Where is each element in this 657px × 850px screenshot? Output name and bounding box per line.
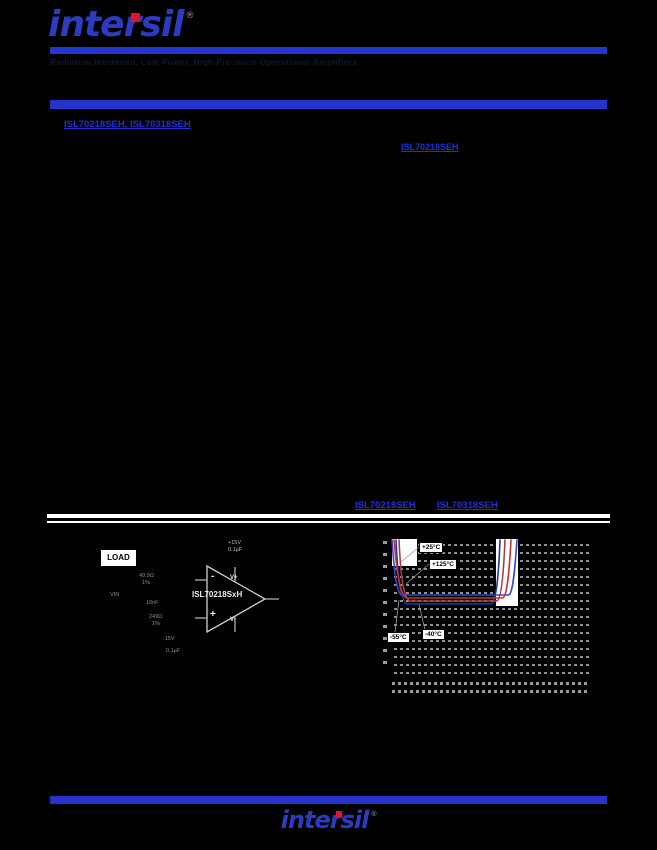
component-label-vin: VIN [110, 592, 120, 598]
supply-label-top: +15V [228, 540, 241, 546]
section-divider-rule-top [47, 514, 610, 518]
plot-grid [391, 538, 589, 676]
component-label-r1: 49.9Ω [139, 573, 154, 579]
component-label-c1: 10nF [146, 600, 159, 606]
logo-red-dot-footer [335, 811, 342, 817]
intersil-logo-footer: intersil® [280, 806, 378, 834]
inline-part-link[interactable]: ISL70218SEH [401, 142, 459, 152]
vminus-label: V- [230, 617, 236, 623]
part-number-links[interactable]: ISL70218SEH, ISL70318SEH [64, 119, 191, 130]
component-label-r1-tol: 1% [142, 580, 150, 586]
header-rule-top [50, 47, 607, 54]
temp-callout-plus25: +25°C [419, 542, 444, 553]
logo-red-dot [131, 13, 140, 22]
intersil-logo-footer-text: intersil [280, 806, 370, 834]
curve-plus25 [393, 539, 512, 599]
curve-plus125 [398, 539, 506, 602]
registered-mark: ® [185, 11, 194, 21]
component-label-r2-tol: 1% [152, 621, 160, 627]
curve-minus55 [391, 539, 518, 596]
registered-mark-footer: ® [370, 810, 377, 818]
load-box: LOAD [100, 549, 137, 567]
opamp-symbol [195, 564, 279, 634]
callout-leader-minus55 [394, 599, 400, 633]
x-axis-ticks [392, 682, 588, 685]
intersil-logo-text: intersil [48, 4, 184, 45]
temp-callout-minus55: -55°C [387, 632, 410, 643]
inverting-input-label: - [211, 571, 215, 582]
temp-callout-minus40: -40°C [422, 629, 445, 640]
x-axis-title-row [392, 690, 588, 693]
temp-callout-plus125: +125°C [429, 559, 457, 570]
page-title: Radiation Hardened, Low Power, High Prec… [50, 57, 358, 67]
related-link-1[interactable]: ISL70218SEH [355, 500, 416, 511]
noninverting-input-label: + [210, 609, 216, 620]
opamp-part-number: ISL70218SxH [192, 590, 243, 599]
component-label-c2: 0.1µF [166, 648, 181, 654]
intersil-logo: intersil® [48, 4, 194, 45]
callout-leader-minus40 [418, 603, 426, 631]
curve-lines [391, 539, 518, 633]
footer-rule [50, 796, 607, 804]
header-rule-bottom [50, 100, 607, 109]
related-link-2[interactable]: ISL70318SEH [437, 500, 498, 511]
component-label-vneg: -15V [163, 636, 175, 642]
y-axis-ticks [383, 541, 387, 673]
supply-cap-label: 0.1µF [228, 547, 243, 553]
vplus-label: V+ [230, 575, 238, 581]
component-label-r2: 249Ω [149, 614, 163, 620]
callout-leader-plus125 [405, 563, 430, 585]
section-divider-rule-bottom [47, 521, 610, 523]
footer-logo-area: intersil® [0, 806, 657, 834]
callout-leader-plus25 [400, 546, 420, 563]
opamp-triangle [206, 564, 267, 634]
